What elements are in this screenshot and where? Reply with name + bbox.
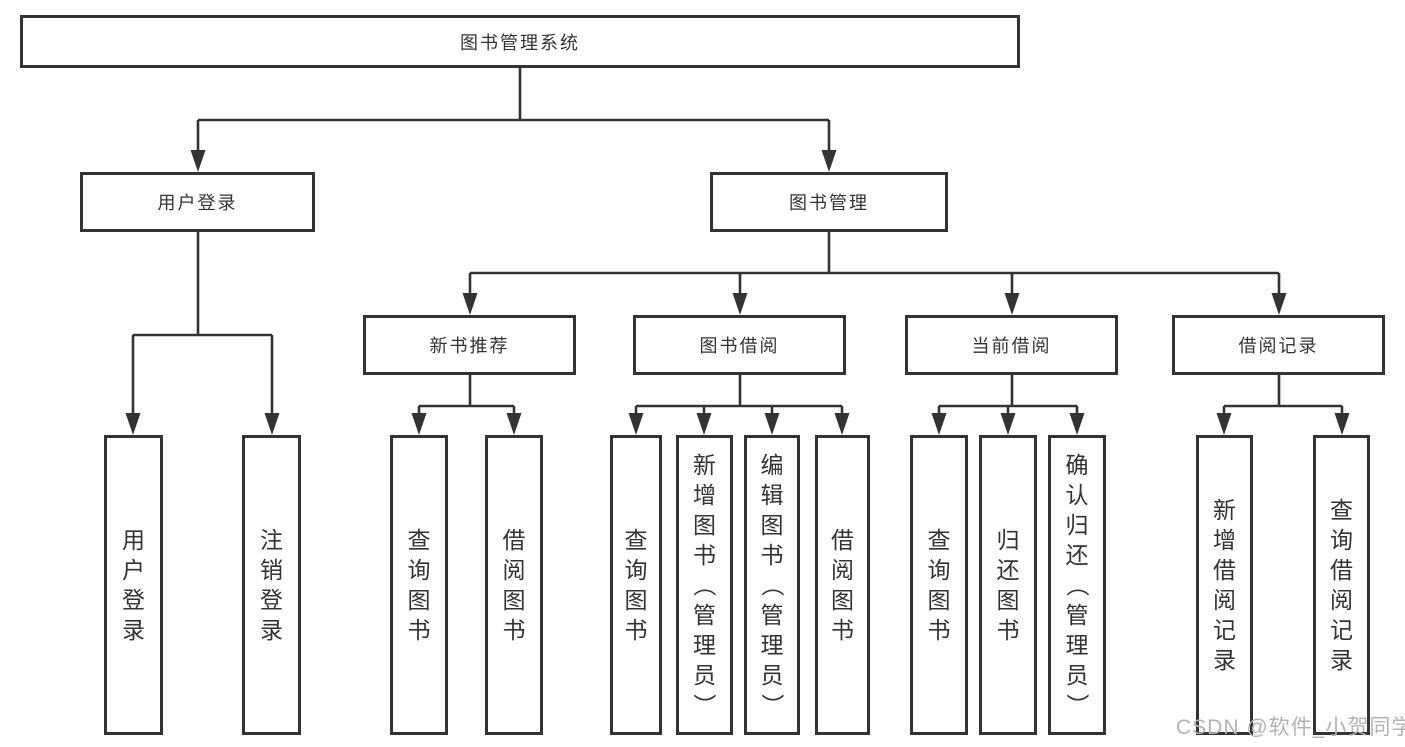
node-root: 图书管理系统 [20, 15, 1020, 68]
leaf-cb-return-books: 归还图书 [979, 435, 1037, 735]
leaf-br-add-record: 新增借阅记录 [1196, 435, 1253, 735]
connector-lines [131, 68, 1344, 417]
leaf-rec-query-books: 查询图书 [390, 435, 448, 735]
arrowhead-icons [125, 150, 1350, 435]
leaf-cb-confirm-return: 确认归还（管理员） [1048, 435, 1106, 735]
leaf-bb-borrow-books: 借阅图书 [815, 435, 870, 735]
csdn-watermark: CSDN @软件_小贺同学 [1176, 716, 1405, 739]
leaf-bb-query-books: 查询图书 [610, 435, 662, 735]
leaf-rec-borrow-books: 借阅图书 [485, 435, 543, 735]
node-current-borrow: 当前借阅 [905, 315, 1118, 375]
leaf-br-query-record: 查询借阅记录 [1313, 435, 1370, 735]
leaf-cb-query-books: 查询图书 [910, 435, 968, 735]
leaf-bb-edit-books: 编辑图书（管理员） [744, 435, 800, 735]
node-book-management: 图书管理 [710, 172, 948, 232]
node-book-borrow: 图书借阅 [633, 315, 846, 375]
node-borrow-records: 借阅记录 [1172, 315, 1385, 375]
node-new-book-recommend: 新书推荐 [363, 315, 576, 375]
leaf-logout: 注销登录 [242, 435, 301, 735]
leaf-user-login: 用户登录 [104, 435, 163, 735]
node-user-login: 用户登录 [80, 172, 315, 232]
leaf-bb-add-books: 新增图书（管理员） [676, 435, 733, 735]
